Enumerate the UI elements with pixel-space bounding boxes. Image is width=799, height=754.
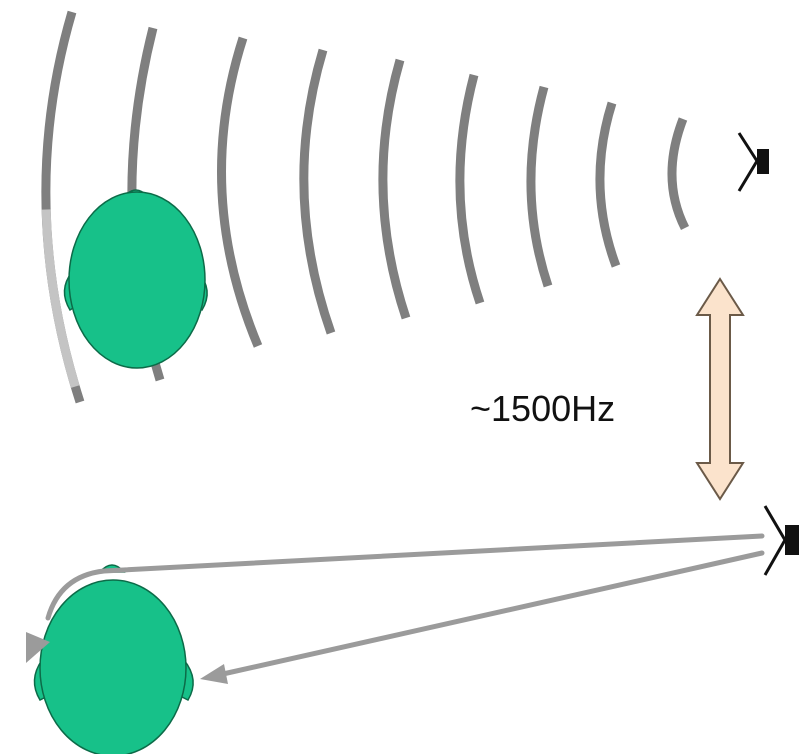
head-body: [68, 191, 206, 369]
double-arrow-icon: [695, 277, 745, 501]
sound-wavefront-3: [217, 36, 263, 348]
sound-wavefront-8: [595, 101, 621, 268]
sound-path-arrowhead-around: [26, 632, 50, 663]
listener-head-top: [63, 189, 208, 369]
head-body: [39, 579, 187, 754]
frequency-label: ~1500Hz: [470, 388, 616, 429]
sound-wavefront-4: [299, 48, 336, 335]
sound-wavefront-9: [667, 117, 690, 231]
sound-path-arrow-direct: [211, 550, 765, 679]
sound-wavefront-5: [378, 58, 411, 320]
sound-wavefront-6: [455, 73, 485, 305]
speaker-icon-top: [737, 132, 769, 192]
sound-wavefront-shadow-segment: [41, 10, 85, 404]
sound-wavefront-7: [526, 85, 553, 288]
wavefront-group: [41, 10, 690, 404]
sound-path-arrow-around: [45, 533, 765, 621]
sound-path-arrowhead-direct: [200, 664, 228, 684]
sound-path-arrows: [45, 533, 765, 679]
speaker-icon-bottom: [763, 505, 799, 576]
listener-head-bottom: [33, 564, 194, 754]
